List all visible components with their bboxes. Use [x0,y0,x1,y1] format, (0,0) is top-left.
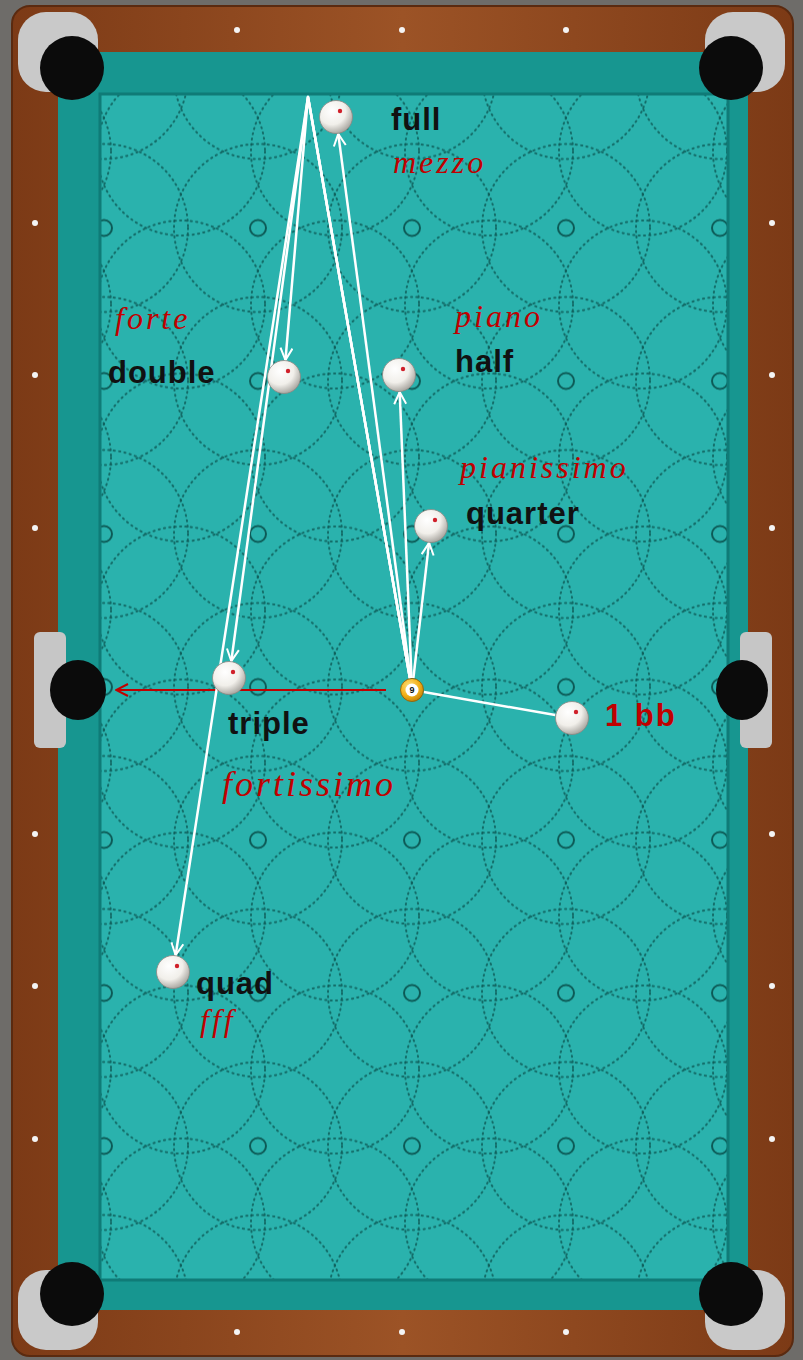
diamond [563,27,569,33]
side-pocket [50,660,106,720]
ball-body [415,510,448,543]
diamond [32,372,38,378]
dynamics-label: fff [200,1004,236,1036]
speed-label: full [391,104,442,135]
diamond [234,1329,240,1335]
cue-ball-path [424,692,555,715]
cue-ball-picture [414,509,448,543]
dynamics-label: forte [115,302,190,334]
ball-dot [175,964,179,968]
diamond [32,525,38,531]
dynamics-label: mezzo [393,146,486,178]
object-ball-path [116,689,386,691]
ball-dot [231,670,235,674]
ball-body [383,359,416,392]
cue-ball: quadfff [156,955,190,989]
dynamics-label: piano [455,300,543,332]
dynamics-label: fortissimo [222,766,396,802]
ball-body [268,361,301,394]
cue-ball-picture [382,358,416,392]
ball-dot [338,109,342,113]
corner-pocket [699,36,763,100]
cue-ball-picture [319,100,353,134]
cushion-rail [58,52,748,1310]
cloth-pattern [100,94,728,1280]
diamond [32,220,38,226]
cue-ball-picture [555,701,589,735]
cue-ball-path [176,97,410,955]
diamond [769,220,775,226]
corner-pocket [40,1262,104,1326]
side-pocket [716,660,768,720]
ball-body [213,662,246,695]
cue-ball: fullmezzo [319,100,353,134]
cue-ball: pianissimoquarter [414,509,448,543]
diamond [769,372,775,378]
diamond [769,831,775,837]
ball-body [401,679,424,702]
diamonds [32,27,775,1335]
cue-ball: triplefortissimo [212,661,246,695]
diamond [32,983,38,989]
ball-number: 9 [400,678,424,702]
diamond [32,1136,38,1142]
cue-ball: pianohalf [382,358,416,392]
speed-label: half [455,346,514,377]
cushion-edge [100,94,728,1280]
corner-pocket [699,1262,763,1326]
object-ball: 9 [400,678,424,702]
cloth [100,94,728,1280]
corner-pocket [40,36,104,100]
cue-ball-path [413,543,429,678]
cue-ball-picture [212,661,246,695]
pockets [18,12,785,1350]
cue-ball-path [231,97,410,678]
speed-label: quarter [466,498,580,529]
diamond [563,1329,569,1335]
cue-ball-path [338,134,410,678]
distance-label: 1 bb [605,700,677,731]
diamond [234,27,240,33]
ball-dot [401,367,405,371]
speed-label: triple [228,708,310,739]
ball-body [320,101,353,134]
cue-ball-picture [156,955,190,989]
cue-ball-picture [267,360,301,394]
cue-ball: 1 bb [555,701,589,735]
diamond [32,831,38,837]
ball-body [157,956,190,989]
ball-dot [433,518,437,522]
ball-dot [574,710,578,714]
dynamics-label: pianissimo [460,451,629,483]
diamond [769,983,775,989]
diamond [399,27,405,33]
diamond [769,1136,775,1142]
wood-frame [12,6,793,1356]
ball-body [556,702,589,735]
diamond [399,1329,405,1335]
speed-label: quad [196,968,274,999]
ball-dot [286,369,290,373]
speed-label: double [108,357,216,388]
cue-ball: fortedouble [267,360,301,394]
diamond [769,525,775,531]
